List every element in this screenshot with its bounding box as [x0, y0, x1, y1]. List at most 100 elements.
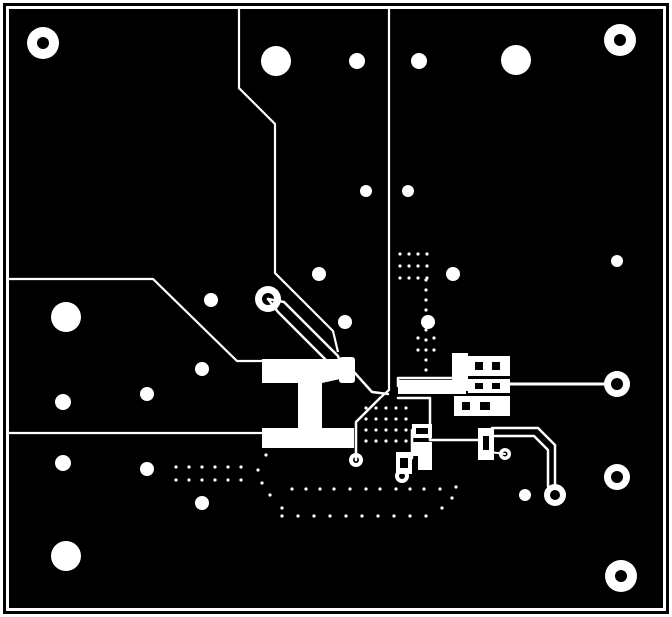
stitch-dot: [424, 338, 428, 342]
stitch-dot: [174, 465, 178, 469]
stitch-dot: [407, 276, 411, 280]
stitch-dot: [256, 468, 260, 472]
stitch-dot: [268, 493, 272, 497]
smd-pad-h: [418, 456, 432, 470]
smd-pad-f: [412, 442, 432, 456]
stitch-dot: [384, 406, 388, 410]
stitch-dot: [226, 465, 230, 469]
stitch-dot: [404, 406, 408, 410]
via: [611, 255, 623, 267]
board-outline: [3, 3, 669, 614]
cutout: [483, 436, 489, 450]
stitch-dot: [394, 439, 398, 443]
stitch-dot: [398, 264, 402, 268]
pad-large-left: [51, 302, 81, 332]
stitching-via-dots: [174, 252, 458, 518]
stitch-dot: [318, 487, 322, 491]
stitch-dot: [454, 485, 458, 489]
stitch-dot: [296, 514, 300, 518]
cutout: [492, 362, 500, 370]
cutout: [475, 362, 483, 370]
stitch-dot: [290, 487, 294, 491]
stitch-dot: [239, 478, 243, 482]
stitch-dot: [407, 252, 411, 256]
via: [55, 455, 71, 471]
stitch-dot: [364, 406, 368, 410]
stitch-dot: [424, 514, 428, 518]
ic-footprint-body: [398, 380, 466, 394]
via: [204, 293, 218, 307]
via: [195, 362, 209, 376]
cutout: [480, 402, 490, 410]
stitch-dot: [424, 358, 428, 362]
cutout: [475, 383, 483, 389]
stitch-dot: [364, 417, 368, 421]
stitch-dot: [360, 514, 364, 518]
stitch-dot: [374, 417, 378, 421]
stitch-dot: [404, 439, 408, 443]
vias: [55, 53, 623, 510]
stitch-dot: [432, 336, 436, 340]
cutout: [492, 383, 500, 389]
cutout: [462, 402, 470, 410]
stitch-dot: [394, 417, 398, 421]
via: [140, 387, 154, 401]
stitch-dot: [260, 481, 264, 485]
trace-left-diagonal-inner: [266, 297, 332, 366]
stitch-dot: [424, 278, 428, 282]
stitch-dot: [226, 478, 230, 482]
isolation-top-vertical: [237, 9, 340, 353]
stitch-dot: [398, 276, 402, 280]
stitch-dot: [332, 487, 336, 491]
stitch-dot: [425, 252, 429, 256]
stitch-dot: [187, 478, 191, 482]
trace-to-pad-a: [354, 396, 382, 462]
stitch-dot: [213, 478, 217, 482]
ic-pad-strip: [452, 353, 468, 391]
ring-pad-small-b-drill: [399, 473, 405, 479]
stitch-dot: [280, 506, 284, 510]
mounting-holes: [27, 24, 637, 592]
pad-large-top-center: [261, 46, 291, 76]
stitch-dot: [200, 465, 204, 469]
isolation-left-upper: [9, 277, 264, 363]
stitch-dot: [239, 465, 243, 469]
via: [421, 315, 435, 329]
stitch-dot: [364, 487, 368, 491]
stitch-dot: [264, 453, 268, 457]
via: [349, 53, 365, 69]
stitch-dot: [280, 514, 284, 518]
via: [411, 53, 427, 69]
stitch-dot: [304, 487, 308, 491]
stitch-dot: [174, 478, 178, 482]
stitch-dot: [416, 348, 420, 352]
stitch-dot: [374, 406, 378, 410]
ring-pad-right-upper-drill: [611, 378, 623, 390]
stitch-dot: [404, 417, 408, 421]
stitch-dot: [424, 308, 428, 312]
stitch-dot: [408, 487, 412, 491]
stitch-dot: [364, 428, 368, 432]
stitch-dot: [424, 288, 428, 292]
stitch-dot: [374, 439, 378, 443]
via: [195, 496, 209, 510]
cutout: [400, 458, 408, 468]
stitch-dot: [425, 264, 429, 268]
via: [446, 267, 460, 281]
stitch-dot: [440, 506, 444, 510]
stitch-dot: [407, 264, 411, 268]
stitch-dot: [416, 336, 420, 340]
mounting-hole-top-right-drill: [614, 34, 626, 46]
pour-isolation-lines: [9, 9, 391, 435]
smd-component-a: [468, 356, 510, 376]
stitch-dot: [384, 417, 388, 421]
stitch-dot: [213, 465, 217, 469]
mounting-hole-top-left-drill: [37, 37, 49, 49]
power-pad-h-shape: [262, 359, 354, 448]
cutout: [416, 428, 428, 434]
stitch-dot: [187, 465, 191, 469]
via: [338, 315, 352, 329]
ring-pad-bottom-right-drill: [550, 490, 560, 500]
stitch-dot: [424, 318, 428, 322]
stitch-dot: [348, 487, 352, 491]
